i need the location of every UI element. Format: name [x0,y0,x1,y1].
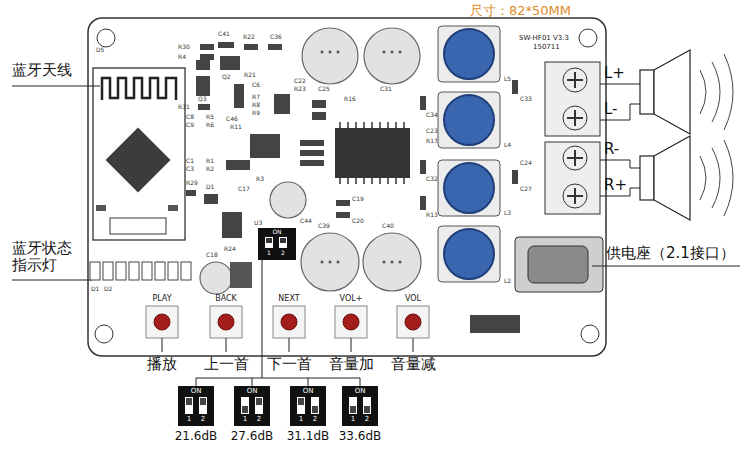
part-label: C9 [186,122,194,129]
gain-label: 31.1dB [287,430,330,444]
part-label: R23 [294,86,306,93]
switch-marking: 2 [313,415,317,423]
part-label: C22 [294,78,306,85]
switch-marking: 2 [257,415,261,423]
part-label: C27 [520,186,532,193]
part-label: C8 [186,114,194,121]
part-label: C1 [186,158,194,165]
callout-label: 下一首 [267,356,312,373]
part-label: R1 [206,158,214,165]
callout-label: 音量加 [329,356,374,373]
part-label: C24 [520,160,532,167]
switch-marking: 2 [365,415,369,423]
switch-marking: 2 [281,250,285,257]
switch-marking: ON [191,387,202,395]
part-label: C31 [380,86,392,93]
part-label: R9 [252,110,260,117]
gain-label: 27.6dB [231,430,274,444]
part-label: R3 [256,176,264,183]
part-label: L2 [504,278,511,285]
terminal-label: L+ [604,65,625,82]
part-label: C44 [300,218,312,225]
switch-marking: 1 [267,250,271,257]
switch-marking: ON [272,229,281,236]
part-label: C39 [318,223,330,230]
switch-marking: 2 [201,415,205,423]
part-label: C34 [426,112,438,119]
part-label: D2 [104,286,112,293]
part-label: C41 [218,31,230,38]
part-label: R17 [426,138,438,145]
part-label: C17 [238,186,250,193]
part-label: L3 [504,210,511,217]
button-marking: VOL [405,294,421,303]
terminal-label: L- [604,101,618,118]
board-marking: 150711 [533,43,560,51]
part-label: R6 [206,122,214,129]
button-marking: NEXT [278,294,299,303]
switch-marking: ON [247,387,258,395]
button-marking: BACK [215,294,237,303]
size-note: 尺寸：82*50MM [470,4,571,19]
part-label: C33 [520,96,532,103]
gain-label: 21.6dB [175,430,218,444]
button-marking: VOL+ [340,294,363,303]
callout-label: 上一首 [204,356,249,373]
switch-marking: ON [303,387,314,395]
part-label: R13 [426,212,438,219]
part-label: U3 [254,220,262,227]
part-label: D5 [96,47,104,54]
part-label: C40 [382,223,394,230]
board-marking: SW-HF01 V3.3 [519,34,569,42]
switch-marking: ON [355,387,366,395]
part-label: R7 [252,94,260,101]
part-label: C32 [426,176,438,183]
part-label: R29 [186,180,198,187]
switch-marking: 1 [187,415,191,423]
part-label: C6 [252,82,260,89]
switch-marking: 1 [299,415,303,423]
callout-label: 蓝牙状态 指示灯 [12,240,78,275]
part-label: C25 [318,86,330,93]
part-label: R31 [178,104,190,111]
part-label: R5 [206,114,214,121]
part-label: D1 [206,184,214,191]
callout-label: 供电座（2.1接口） [606,245,735,262]
part-label: C23 [426,128,438,135]
callout-label: 播放 [147,356,177,373]
switch-marking: 1 [351,415,355,423]
part-label: C36 [270,34,282,41]
part-label: Q2 [222,74,231,81]
part-label: R30 [178,44,190,51]
part-label: L4 [504,142,511,149]
part-label: R8 [252,102,260,109]
part-label: R2 [206,166,214,173]
part-label: L5 [504,76,511,83]
terminal-label: R+ [604,177,627,194]
part-label: C19 [352,196,364,203]
part-label: D1 [91,286,99,293]
terminal-label: R- [604,141,619,158]
part-label: C20 [352,218,364,225]
part-label: R22 [243,34,255,41]
part-label: C46 [226,116,238,123]
switch-marking: 1 [243,415,247,423]
part-label: R21 [244,72,256,79]
part-label: R4 [178,54,186,61]
callout-label: 音量减 [391,356,436,373]
part-label: R24 [224,246,236,253]
part-label: C3 [186,166,194,173]
part-label: Q3 [198,96,207,103]
callout-label: 蓝牙天线 [12,62,72,79]
part-label: R11 [230,124,242,131]
button-marking: PLAY [152,294,171,303]
part-label: C18 [206,252,218,259]
part-label: R16 [344,96,356,103]
gain-label: 33.6dB [339,430,382,444]
